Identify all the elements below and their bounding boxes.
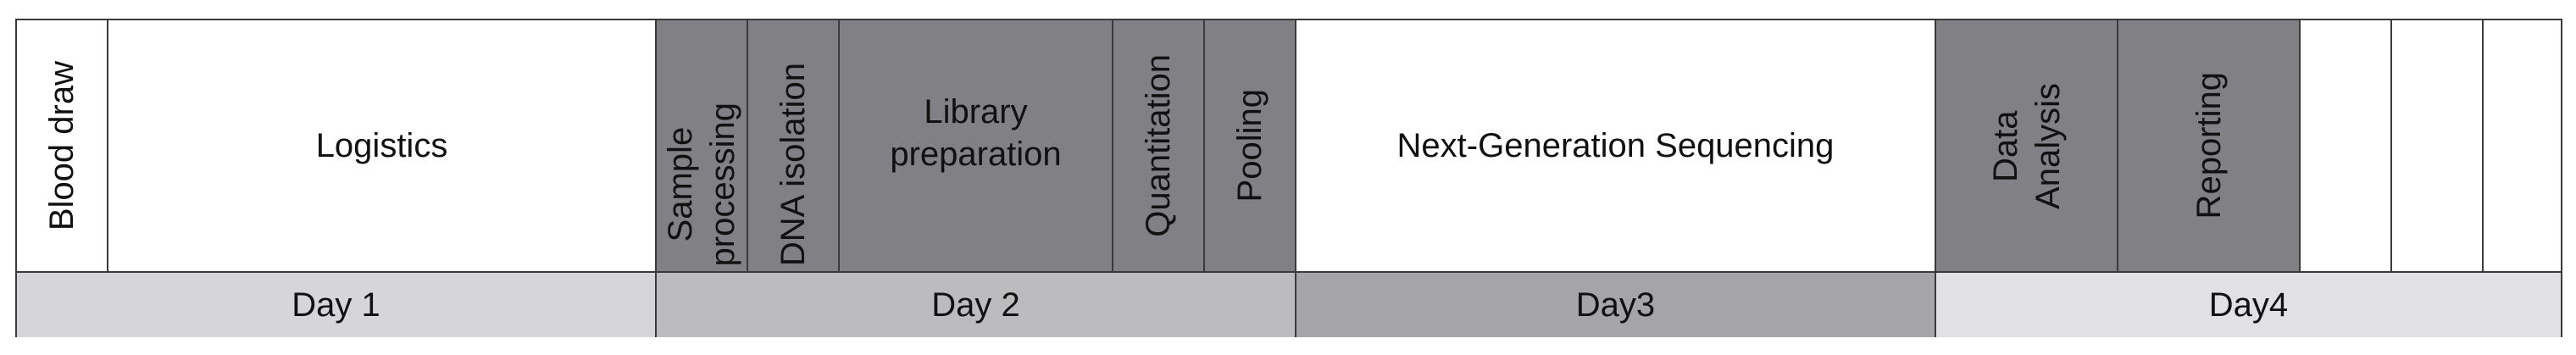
task-label: Pooling <box>1231 89 1269 202</box>
task-data-analysis: Data Analysis <box>1936 20 2118 273</box>
task-empty-3 <box>2484 20 2561 273</box>
day-4: Day4 <box>1936 273 2561 337</box>
task-empty-1 <box>2301 20 2392 273</box>
task-label: Library preparation <box>890 93 1062 173</box>
task-label: Quantitation <box>1140 54 1177 237</box>
day-label: Day3 <box>1575 286 1656 324</box>
task-reporting: Reporting <box>2118 20 2301 273</box>
day-3: Day3 <box>1296 273 1936 337</box>
task-empty-2 <box>2392 20 2484 273</box>
task-logistics: Logistics <box>108 20 657 273</box>
task-pooling: Pooling <box>1205 20 1296 273</box>
workflow-diagram: Blood draw Logistics Sample processing D… <box>15 19 2562 337</box>
task-label: DNA isolation <box>774 62 812 266</box>
task-label: Logistics <box>315 127 448 164</box>
task-dna-isolation: DNA isolation <box>748 20 840 273</box>
task-blood-draw: Blood draw <box>17 20 108 273</box>
day-label: Day 2 <box>931 286 1020 324</box>
task-quantitation: Quantitation <box>1113 20 1205 273</box>
task-sample-processing: Sample processing <box>657 20 748 273</box>
day-label: Day4 <box>2208 286 2289 324</box>
day-1: Day 1 <box>17 273 657 337</box>
task-library-preparation: Library preparation <box>840 20 1113 273</box>
task-next-generation-sequencing: Next-Generation Sequencing <box>1296 20 1936 273</box>
task-label: Blood draw <box>43 60 80 231</box>
task-label: Data Analysis <box>1986 82 2067 209</box>
task-label: Next-Generation Sequencing <box>1396 127 1835 164</box>
task-label: Sample processing <box>662 102 741 266</box>
day-2: Day 2 <box>657 273 1296 337</box>
task-label: Reporting <box>2190 72 2228 219</box>
day-label: Day 1 <box>291 286 380 324</box>
